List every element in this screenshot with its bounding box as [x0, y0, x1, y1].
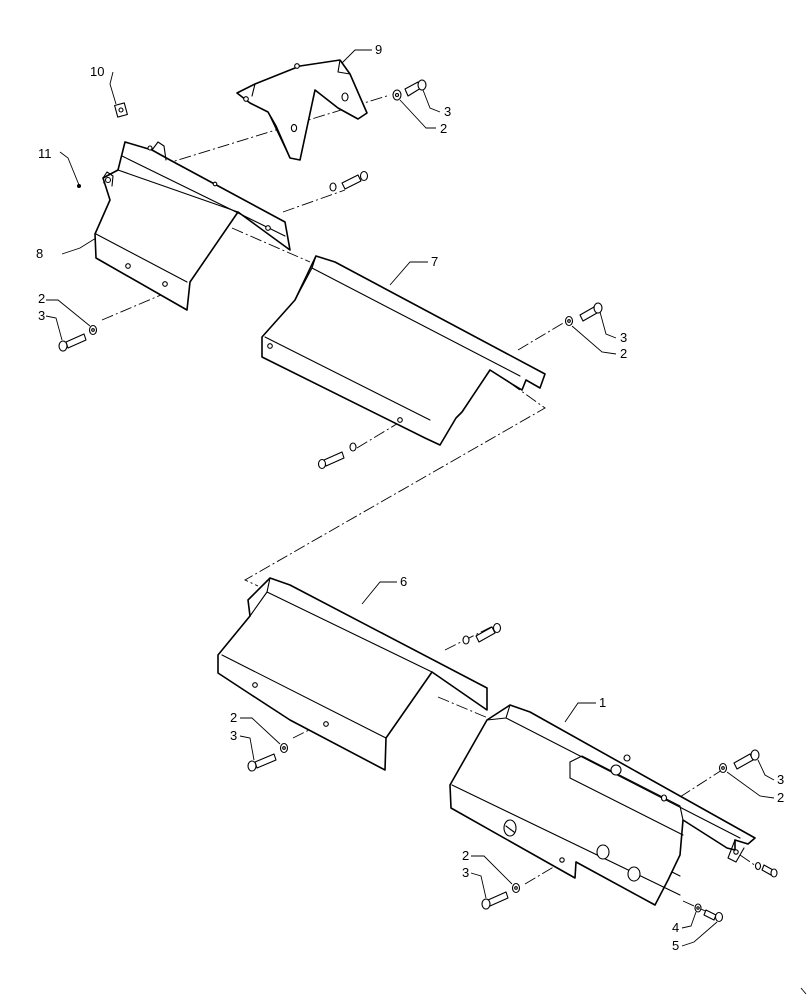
leader-lines: [45, 49, 775, 947]
callout-3-bottom: 3: [462, 865, 469, 880]
corner-mark: [800, 987, 807, 995]
callout-2-left-lower: 2: [230, 710, 237, 725]
hardware-bolt-washer-1-left: [481, 882, 521, 910]
part-9-bracket: [236, 59, 368, 161]
hardware-bolt-washer-1-tab: [754, 861, 778, 878]
callout-2-left-upper: 2: [38, 291, 45, 306]
hardware-bolt-washer-7-right: [564, 302, 603, 327]
hardware-bolt-washer-top: [392, 79, 427, 101]
hardware-bolt-washer-7-bottom: [317, 442, 357, 470]
part-7-shield: [261, 255, 546, 446]
callout-3-right-lower: 3: [777, 772, 784, 787]
callout-labels: 9 10 3 2 11 8 7 2 3 3 2 6 1 2 3 3 2 2 3 …: [36, 42, 784, 953]
callout-1: 1: [599, 695, 606, 710]
hardware-bolt-washer-8-left: [58, 324, 98, 352]
part-6-shield: [217, 577, 488, 771]
callout-2-bottom: 2: [462, 848, 469, 863]
callout-3-left-lower: 3: [230, 728, 237, 743]
hardware-bolt-washer-8-right: [329, 170, 369, 192]
hardware-bolt-washer-6-left: [247, 742, 289, 772]
callout-7: 7: [431, 254, 438, 269]
callout-4: 4: [672, 920, 679, 935]
hardware-bolt-washer-1-right: [718, 749, 760, 774]
callout-2-top: 2: [440, 121, 447, 136]
callout-3-left-upper: 3: [38, 308, 45, 323]
callout-5: 5: [672, 938, 679, 953]
callout-2-right-upper: 2: [620, 346, 627, 361]
part-8-shield: [94, 141, 291, 311]
callout-9: 9: [375, 42, 382, 57]
hardware-bolt-washer-6-right: [462, 622, 502, 645]
callout-3-right-upper: 3: [620, 330, 627, 345]
callout-3-top: 3: [444, 104, 451, 119]
callout-2-right-lower: 2: [777, 790, 784, 805]
callout-10: 10: [90, 64, 104, 79]
callout-6: 6: [400, 574, 407, 589]
hardware-rivet-11: [77, 184, 81, 188]
callout-11: 11: [38, 146, 52, 161]
hardware-bolt-washer-4-5: [694, 903, 724, 923]
part-1-shield: [449, 704, 756, 906]
hardware-nut-10: [114, 102, 128, 118]
callout-8: 8: [36, 246, 43, 261]
